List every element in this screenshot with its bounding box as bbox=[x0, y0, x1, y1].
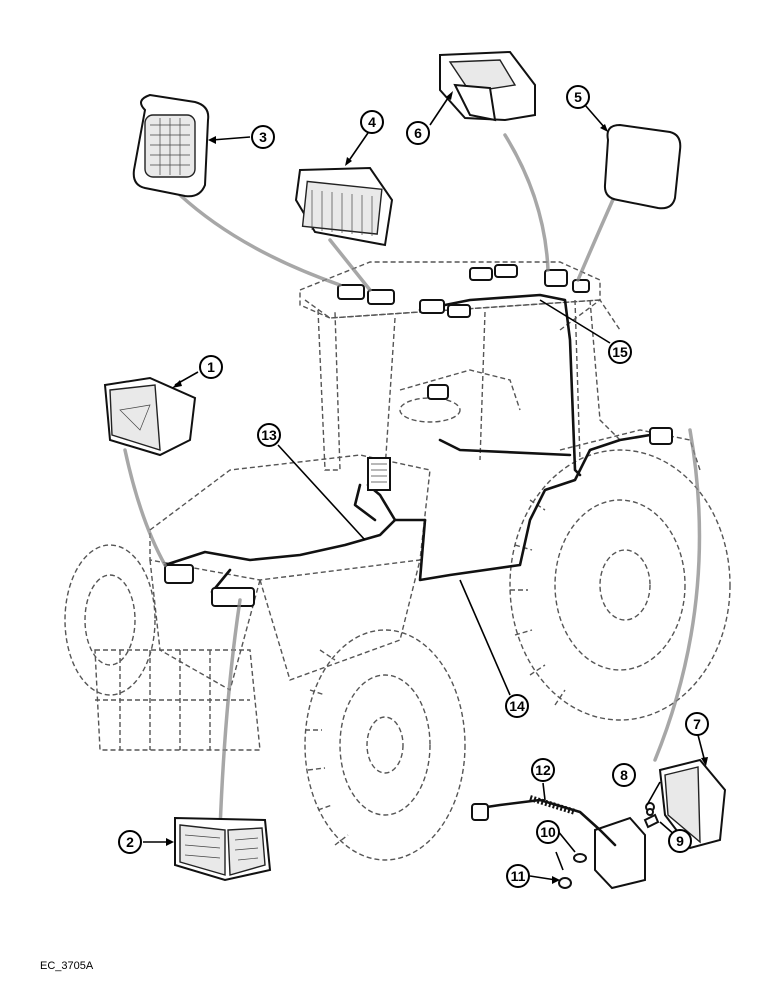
callout-6-label: 6 bbox=[414, 125, 422, 141]
callout-1-label: 1 bbox=[207, 359, 215, 375]
callout-9: 9 bbox=[668, 829, 692, 853]
callout-7-label: 7 bbox=[693, 716, 701, 732]
callout-8-label: 8 bbox=[620, 767, 628, 783]
wiring-harness-13 bbox=[163, 483, 397, 594]
callout-3: 3 bbox=[251, 125, 275, 149]
lamp-5-square-lamp bbox=[603, 123, 682, 210]
callout-10: 10 bbox=[536, 820, 560, 844]
lamp-6-rear-work-lamp bbox=[439, 50, 536, 122]
callout-13-label: 13 bbox=[261, 427, 277, 443]
callout-11-label: 11 bbox=[511, 868, 526, 884]
callout-5-label: 5 bbox=[574, 89, 582, 105]
figure-code: EC_3705A bbox=[40, 960, 94, 972]
lamp-1-front-lamp bbox=[103, 376, 197, 457]
wiring-harness-14 bbox=[393, 433, 652, 582]
callout-12-label: 12 bbox=[535, 762, 551, 778]
callout-arrows bbox=[143, 91, 708, 884]
callout-10-label: 10 bbox=[540, 824, 556, 840]
callout-9-label: 9 bbox=[676, 833, 684, 849]
callout-2-label: 2 bbox=[126, 834, 134, 850]
relay-block bbox=[367, 457, 391, 491]
callout-3-label: 3 bbox=[259, 129, 267, 145]
lamp-housing-with-lead bbox=[471, 795, 646, 890]
tractor-outline bbox=[64, 261, 731, 861]
callout-15: 15 bbox=[608, 340, 632, 364]
leader-lines bbox=[123, 133, 702, 832]
wiring-harness-15 bbox=[418, 293, 582, 477]
callout-4-label: 4 bbox=[368, 114, 376, 130]
callout-14: 14 bbox=[505, 694, 529, 718]
callout-7: 7 bbox=[685, 712, 709, 736]
callout-11: 11 bbox=[506, 864, 530, 888]
lamp-4-rectangular-flood-lamp bbox=[294, 166, 394, 247]
callout-12: 12 bbox=[531, 758, 555, 782]
lamp-3-square-work-lamp bbox=[132, 93, 210, 198]
callout-6: 6 bbox=[406, 121, 430, 145]
fastener-hardware bbox=[558, 802, 660, 889]
callout-1: 1 bbox=[199, 355, 223, 379]
callout-2: 2 bbox=[118, 830, 142, 854]
callout-13: 13 bbox=[257, 423, 281, 447]
callout-14-label: 14 bbox=[509, 698, 525, 714]
roof-lamp-blocks bbox=[164, 264, 673, 607]
callout-8: 8 bbox=[612, 763, 636, 787]
lamp-2-indicator-lamp bbox=[174, 816, 272, 882]
callout-15-label: 15 bbox=[612, 344, 628, 360]
callout-4: 4 bbox=[360, 110, 384, 134]
lamp-7-rear-lamp bbox=[658, 758, 727, 850]
callout-5: 5 bbox=[566, 85, 590, 109]
